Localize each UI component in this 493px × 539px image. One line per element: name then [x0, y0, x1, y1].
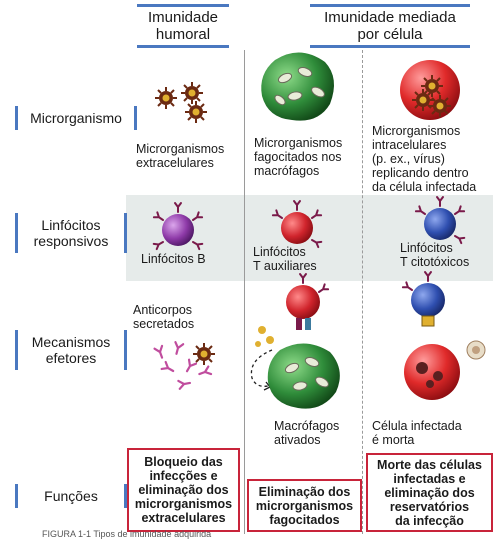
header-cell-mediated: Imunidade mediada por célula [310, 4, 470, 48]
row-label-microorganism-text: Microrganismo [30, 110, 122, 126]
extracellular-microbe-2 [180, 81, 204, 105]
divider-solid [244, 50, 245, 534]
helper-activating-macrophage [250, 273, 340, 409]
secreted-antibodies [153, 341, 216, 390]
function-box-humoral: Bloqueio das infecções e eliminação dos … [127, 448, 240, 532]
caption-t-helper: Linfócitos T auxiliares [253, 245, 317, 273]
caption-intracellular: Microrganismos intracelulares (p. ex., v… [372, 124, 477, 194]
footer-caption: FIGURA 1-1 Tipos de imunidade adquirida [42, 529, 212, 539]
header-cell-mediated-text: Imunidade mediada por célula [324, 9, 456, 43]
function-cytotoxic-text: Morte das células infectadas e eliminaçã… [377, 457, 482, 528]
row-label-functions-text: Funções [44, 488, 98, 504]
cytotoxic-killing-cell [401, 271, 486, 400]
function-box-helper: Eliminação dos microrganismos fagocitado… [247, 479, 362, 532]
row-label-lymphocytes-text: Linfócitos responsivos [33, 217, 109, 249]
macrophage-phagocytosed [261, 52, 334, 121]
caption-phagocytosed: Microrganismos fagocitados nos macrófago… [254, 136, 343, 178]
row-label-mechanisms-text: Mecanismos efetores [31, 334, 111, 366]
caption-killed-cell: Célula infectada é morta [372, 419, 462, 447]
caption-b-cells: Linfócitos B [141, 252, 206, 266]
function-box-cytotoxic: Morte das células infectadas e eliminaçã… [366, 453, 493, 532]
t-cytotoxic-cell [414, 196, 466, 245]
t-helper-cell [271, 200, 323, 249]
row-label-lymphocytes: Linfócitos responsivos [15, 213, 127, 253]
function-helper-text: Eliminação dos microrganismos fagocitado… [255, 484, 354, 527]
caption-activated-macrophages: Macrófagos ativados [274, 419, 340, 447]
infected-cell [400, 60, 460, 120]
caption-t-cytotoxic: Linfócitos T citotóxicos [400, 241, 470, 269]
function-humoral-text: Bloqueio das infecções e eliminação dos … [134, 455, 233, 525]
caption-extracellular: Microrganismos extracelulares [136, 142, 225, 170]
row-label-microorganism: Microrganismo [15, 106, 137, 130]
header-humoral: Imunidade humoral [137, 4, 229, 48]
row-label-mechanisms: Mecanismos efetores [15, 330, 127, 370]
header-humoral-text: Imunidade humoral [147, 9, 219, 43]
extracellular-microbe-1 [154, 86, 178, 110]
divider-dashed [362, 50, 363, 534]
b-cell [152, 202, 204, 251]
extracellular-microbe-3 [184, 100, 208, 124]
row-label-functions: Funções [15, 484, 127, 508]
caption-antibodies: Anticorpos secretados [133, 303, 195, 331]
